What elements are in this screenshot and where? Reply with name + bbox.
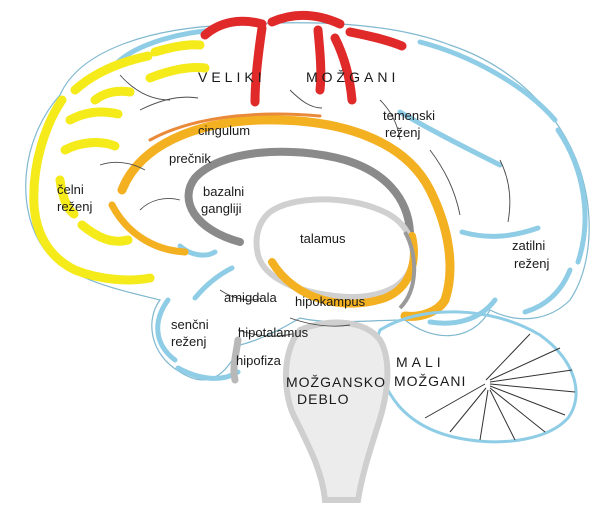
label-hypothalamus: hipotalamus (238, 325, 309, 340)
label-hippocampus: hipokampus (295, 294, 366, 309)
label-basal-2: gangliji (201, 201, 242, 216)
motor-strip (200, 10, 407, 107)
label-frontal-1: čelni (57, 182, 84, 197)
brainstem (282, 319, 391, 503)
label-cerebellum-1: MALI (396, 354, 445, 370)
cingulum-arc (117, 115, 455, 321)
label-occipital-2: reženj (514, 256, 550, 271)
cerebrum-outline (25, 22, 590, 381)
label-brainstem-1: MOŽGANSKO (286, 374, 386, 390)
label-parietal-1: temenski (383, 108, 435, 123)
pituitary-stalk (230, 336, 242, 384)
cerebellum-folia (424, 333, 576, 441)
sulci-lines (99, 74, 511, 337)
cerebellum-outline (374, 310, 578, 444)
label-temporal-2: reženj (171, 334, 207, 349)
corpus-callosum (184, 147, 414, 246)
frontal-lobe (29, 40, 210, 285)
label-temporal-1: senčni (171, 317, 209, 332)
label-cerebrum-1: VELIKI (198, 69, 266, 85)
label-amygdala: amigdala (224, 290, 278, 305)
label-thalamus: talamus (300, 231, 346, 246)
label-pituitary: hipofiza (236, 353, 282, 368)
label-brainstem-2: DEBLO (297, 391, 349, 407)
cingulum-edge (148, 112, 322, 142)
label-basal-1: bazalni (203, 184, 244, 199)
label-occipital-1: zatilni (512, 238, 545, 253)
label-corpus-callosum: prečnik (169, 151, 211, 166)
label-cerebellum-2: MOŽGANI (394, 373, 466, 389)
frontal-limbic (108, 201, 189, 256)
label-cerebrum-2: MOŽGANI (306, 69, 399, 85)
fornix (398, 231, 417, 310)
thalamus-outline (253, 196, 416, 300)
cortex-edge (115, 27, 588, 381)
label-cingulum: cingulum (198, 123, 250, 138)
label-parietal-2: reženj (385, 125, 421, 140)
label-frontal-2: reženj (57, 199, 93, 214)
